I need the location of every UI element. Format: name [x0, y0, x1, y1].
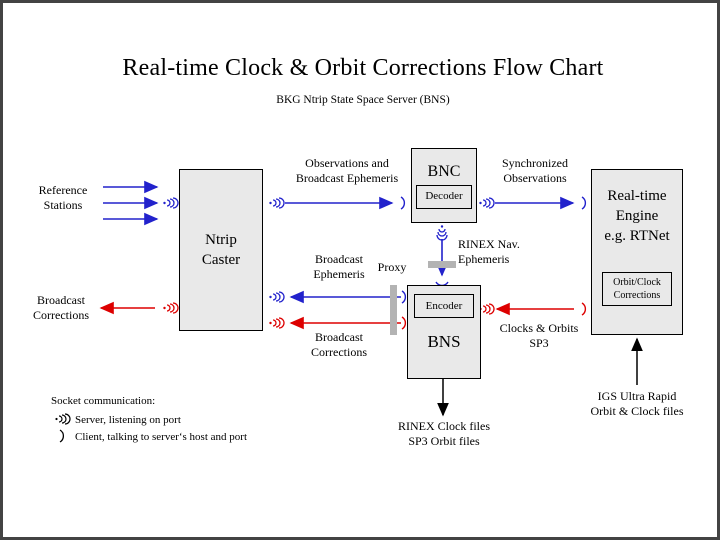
- socket-client-icon-engine-clk: [581, 302, 587, 316]
- legend-server-text: Server, listening on port: [75, 414, 181, 426]
- proxy-bar-horizontal: [428, 261, 456, 268]
- bnc-box[interactable]: BNC Decoder: [411, 148, 477, 223]
- broadcast-ephemeris-label: Broadcast Ephemeris: [313, 252, 365, 281]
- bns-label: BNS: [427, 332, 461, 351]
- orbit-clock-corrections-box[interactable]: Orbit/Clock Corrections: [602, 272, 672, 306]
- proxy-bar-vertical: [390, 285, 397, 335]
- clocks-orbits-sp3-label: Clocks & Orbits SP3: [499, 321, 579, 350]
- ntrip-caster-label: Ntrip Caster: [201, 232, 241, 268]
- observations-broadcast-ephemeris-label: Observations and Broadcast Ephemeris: [295, 156, 399, 185]
- page-subtitle: BKG Ntrip State Space Server (BNS): [276, 94, 450, 106]
- synchronized-observations-label: Synchronized Observations: [502, 156, 568, 185]
- proxy-label: Proxy: [377, 260, 407, 274]
- broadcast-corrections-left-label: Broadcast Corrections: [33, 293, 89, 322]
- realtime-engine-box[interactable]: Real-time Engine e.g. RTNet Orbit/Clock …: [591, 169, 683, 335]
- bns-box[interactable]: Encoder BNS: [407, 285, 481, 379]
- socket-server-icon-bns-clk: [478, 303, 495, 315]
- socket-server-icon-caster-eph: [268, 291, 285, 303]
- socket-server-icon-caster-in: [162, 197, 179, 209]
- legend-client-text: Client, talking to server‘s host and por…: [75, 431, 247, 443]
- rinex-nav-ephemeris-label: RINEX Nav. Ephemeris: [458, 237, 520, 266]
- reference-stations-label: Reference Stations: [38, 183, 88, 212]
- socket-client-icon-engine-in: [581, 196, 587, 210]
- broadcast-corrections-bns-label: Broadcast Corrections: [311, 330, 367, 359]
- bnc-decoder-box[interactable]: Decoder: [416, 184, 472, 209]
- flow-arrows-layer: [99, 180, 643, 417]
- socket-server-icon-bnc-nav: [436, 224, 448, 241]
- arrow-reference-stations: [103, 180, 159, 226]
- socket-server-icon-caster-corr: [268, 317, 285, 329]
- socket-server-icon-bnc-out: [478, 197, 495, 209]
- igs-ultra-rapid-label: IGS Ultra Rapid Orbit & Clock files: [590, 389, 684, 418]
- socket-client-icon-bns-corr: [401, 316, 407, 330]
- bns-encoder-box[interactable]: Encoder: [414, 294, 474, 318]
- rinex-clock-sp3-files-label: RINEX Clock files SP3 Orbit files: [398, 419, 490, 448]
- legend-server-row: Server, listening on port: [51, 412, 351, 429]
- bnc-label: BNC: [427, 162, 461, 180]
- legend: Socket communication: Server, listening …: [51, 393, 351, 446]
- socket-server-icon-caster-obs: [268, 197, 285, 209]
- ntrip-caster-box[interactable]: Ntrip Caster: [179, 169, 263, 331]
- socket-server-icon: [55, 413, 71, 425]
- socket-client-icon-bnc-in: [400, 196, 406, 210]
- socket-client-icon: [59, 429, 64, 443]
- realtime-engine-label: Real-time Engine e.g. RTNet: [604, 188, 670, 244]
- legend-client-row: Client, talking to server‘s host and por…: [51, 429, 351, 446]
- socket-client-icon-bns-eph: [401, 290, 407, 304]
- socket-server-icon-corrections-out: [162, 302, 179, 314]
- legend-heading: Socket communication:: [51, 395, 156, 407]
- page-title: Real-time Clock & Orbit Corrections Flow…: [122, 55, 604, 81]
